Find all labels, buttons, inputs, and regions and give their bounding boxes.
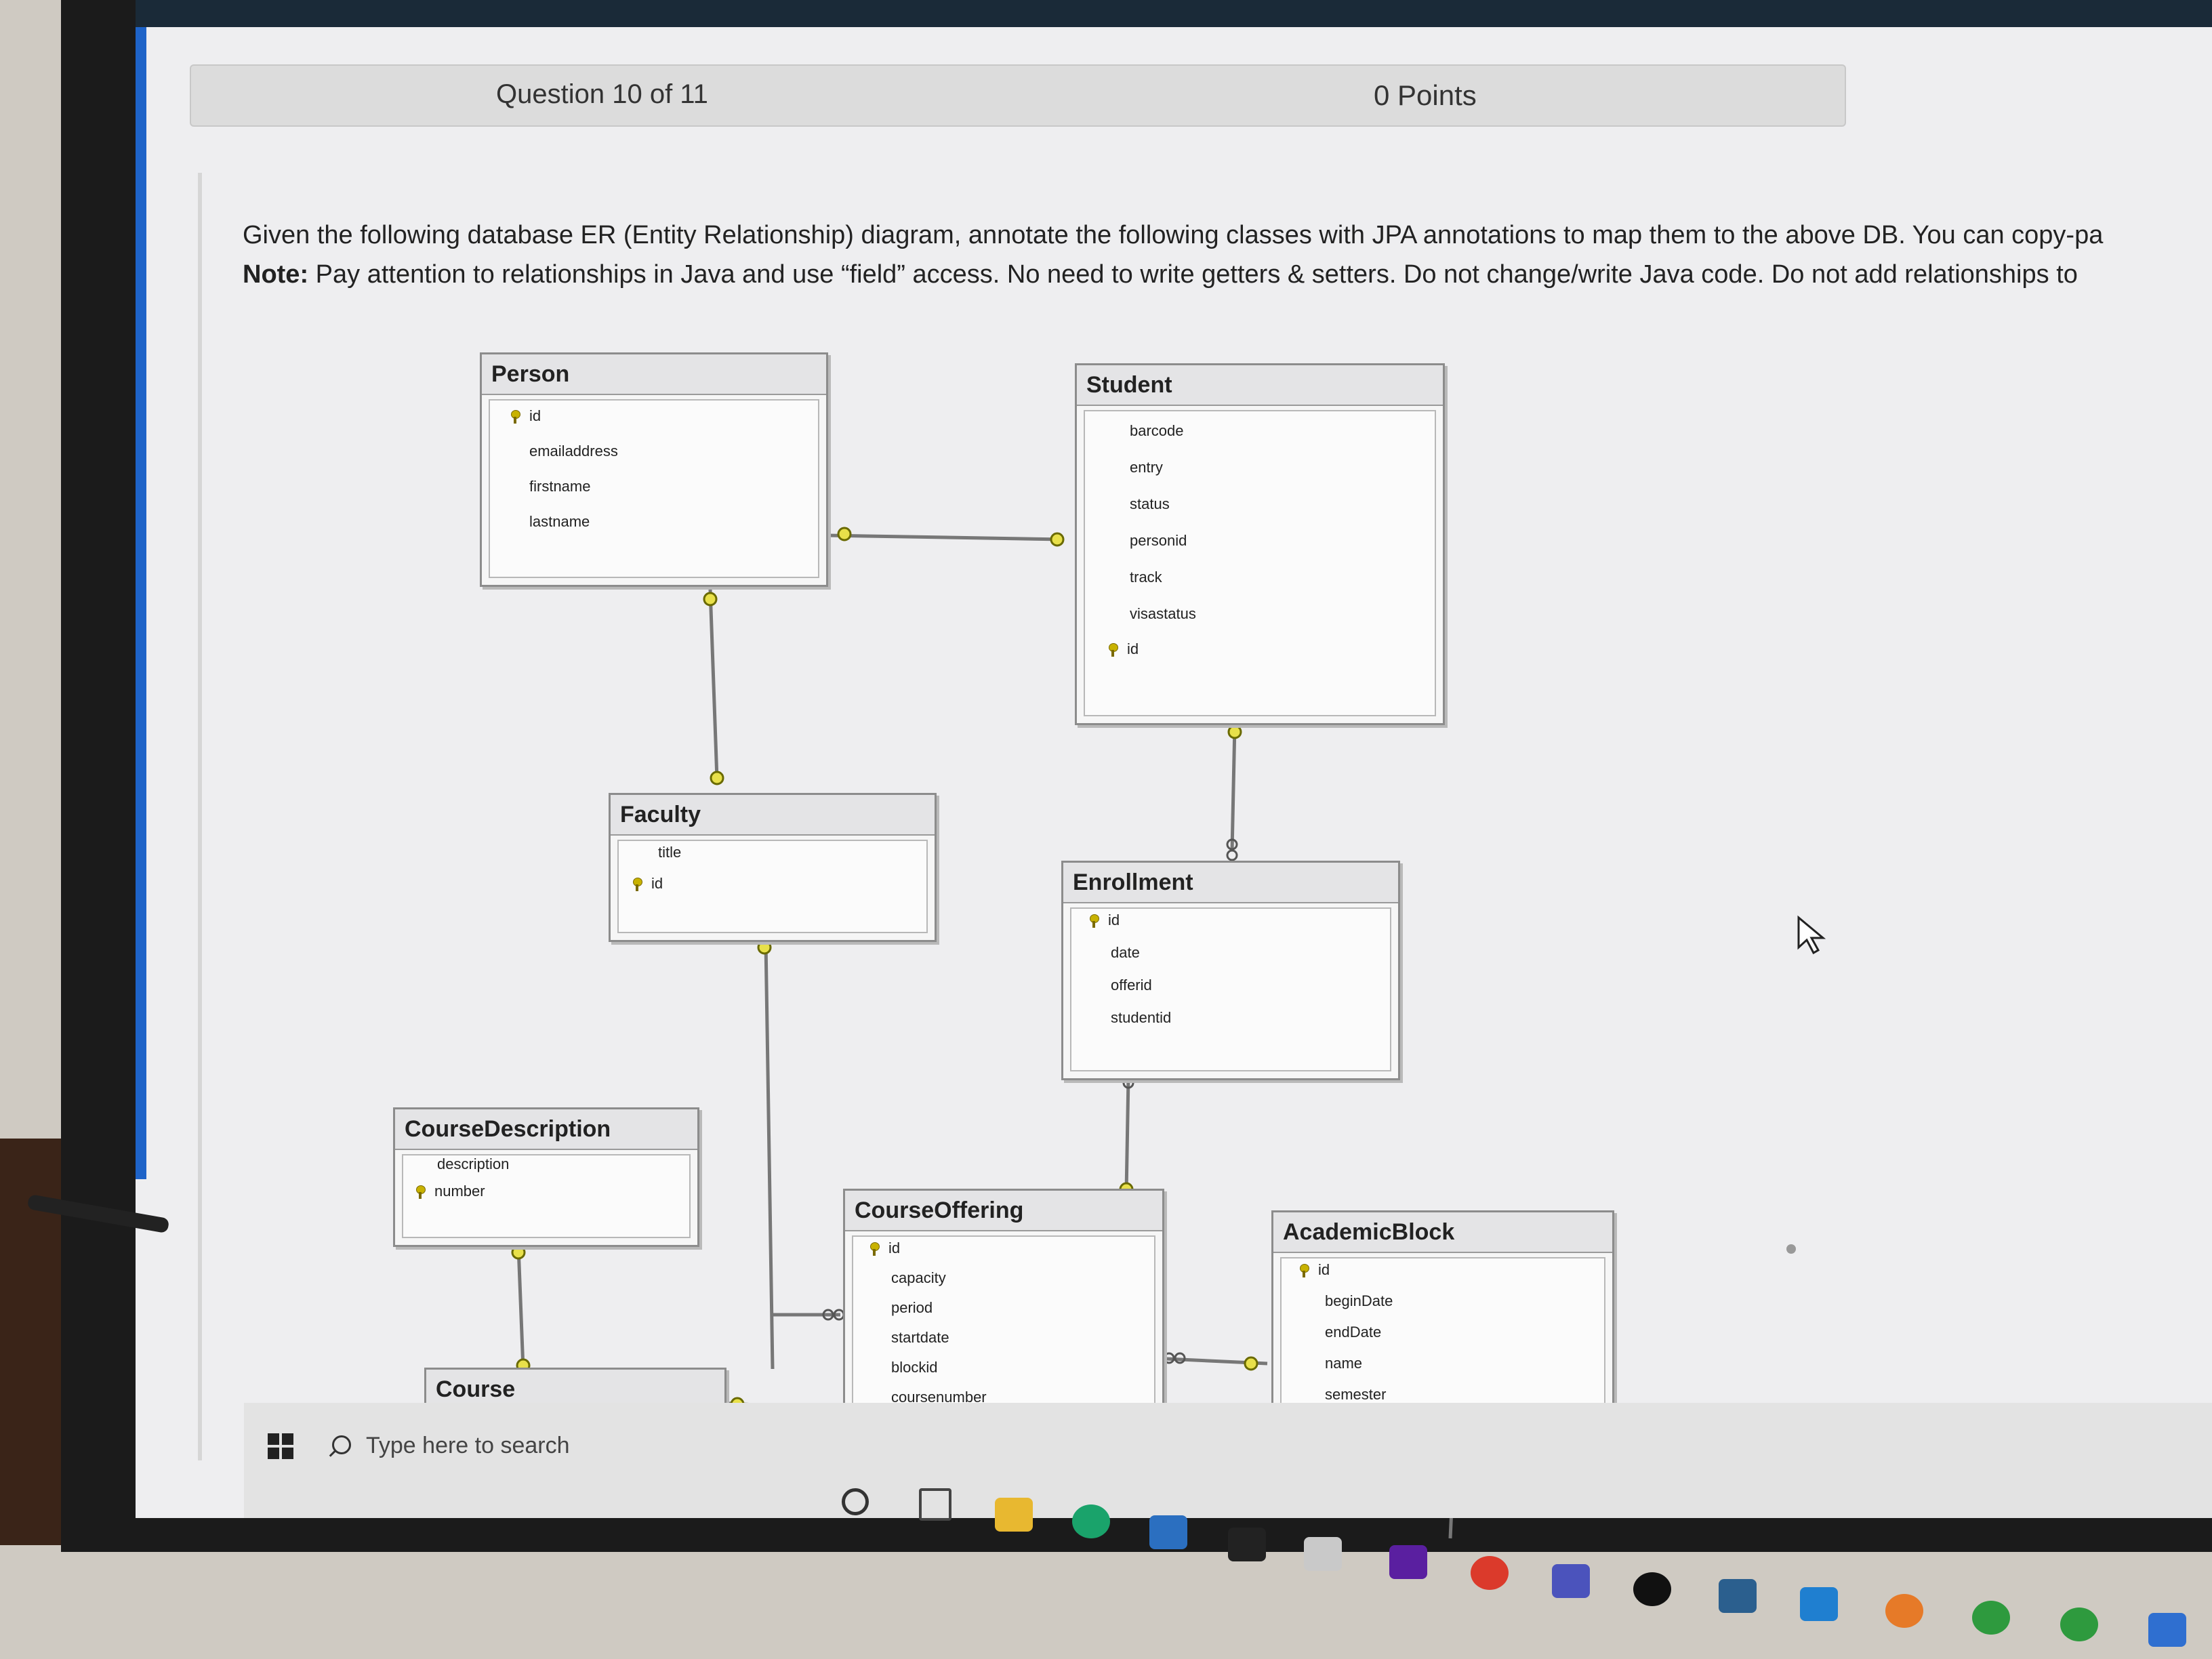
entity-title: Enrollment [1063, 863, 1398, 903]
taskbar [244, 1403, 2212, 1518]
field: coursenumber [891, 1389, 987, 1406]
entity-title: Student [1077, 365, 1443, 406]
spring-icon[interactable] [1972, 1601, 2010, 1635]
field: visastatus [1130, 605, 1196, 622]
app-icon-2[interactable] [2148, 1613, 2186, 1647]
field: lastname [529, 513, 590, 530]
field: track [1130, 569, 1162, 586]
question-number: Question 10 of 11 [496, 79, 708, 109]
field: number [434, 1183, 485, 1200]
field: offerid [1111, 977, 1152, 994]
prompt-line-2: Note: Pay attention to relationships in … [243, 255, 2208, 294]
person-student-link [826, 533, 1065, 541]
accent-strip [136, 27, 146, 1179]
teams-icon[interactable] [1552, 1564, 1590, 1598]
field: title [658, 844, 682, 861]
key-icon [510, 410, 520, 424]
prompt-line-1: Given the following database ER (Entity … [243, 221, 2104, 249]
entity-title: CourseDescription [395, 1109, 697, 1150]
entity-fields: description number [402, 1154, 691, 1238]
field: period [891, 1299, 933, 1316]
database-tool-icon[interactable] [1719, 1579, 1757, 1613]
entity-student: Student barcode entry status personid tr… [1075, 363, 1445, 725]
field: capacity [891, 1269, 946, 1286]
field: date [1111, 944, 1140, 961]
search-placeholder: Type here to search [366, 1433, 570, 1458]
field: id [1127, 640, 1139, 657]
mail-icon[interactable] [1149, 1515, 1187, 1549]
field: id [529, 407, 541, 424]
mouse-cursor-icon [1797, 915, 1826, 955]
field: barcode [1130, 422, 1184, 439]
question-prompt: Given the following database ER (Entity … [243, 216, 2208, 294]
field: beginDate [1325, 1292, 1393, 1309]
enrollment-courseoffering-link [1124, 1077, 1130, 1193]
field: id [888, 1240, 901, 1256]
note-text: Pay attention to relationships in Java a… [308, 260, 2078, 289]
app-icon[interactable] [1633, 1572, 1671, 1606]
student-enrollment-link [1230, 724, 1237, 852]
store-icon[interactable] [1228, 1528, 1266, 1561]
screen-speck [1786, 1244, 1796, 1254]
field: entry [1130, 459, 1163, 476]
content-rule [198, 173, 202, 1460]
snip-icon[interactable] [1304, 1537, 1342, 1571]
field: personid [1130, 532, 1187, 549]
entity-title: Person [482, 354, 826, 395]
field: name [1325, 1355, 1363, 1372]
entity-title: AcademicBlock [1273, 1212, 1612, 1253]
taskbar-search[interactable]: Type here to search [325, 1423, 827, 1471]
spring-tool-icon[interactable] [2060, 1607, 2098, 1641]
key-icon [1299, 1264, 1309, 1278]
coursedescription-course-link [516, 1246, 525, 1370]
cortana-icon[interactable] [842, 1488, 869, 1515]
entity-fields: id date offerid studentid [1070, 907, 1391, 1071]
file-explorer-icon[interactable] [995, 1498, 1033, 1532]
entity-fields: barcode entry status personid track visa… [1084, 410, 1436, 716]
entity-enrollment: Enrollment id date offerid studentid [1061, 861, 1400, 1080]
field: semester [1325, 1386, 1387, 1403]
question-header: Question 10 of 11 0 Points [190, 64, 1846, 127]
entity-title: CourseOffering [845, 1191, 1162, 1231]
task-view-icon[interactable] [919, 1488, 951, 1521]
search-icon [332, 1435, 351, 1454]
note-label: Note: [243, 260, 309, 289]
field: status [1130, 495, 1170, 512]
field: endDate [1325, 1324, 1382, 1340]
key-icon [1108, 643, 1118, 657]
windows-start-icon[interactable] [268, 1433, 295, 1460]
field: studentid [1111, 1009, 1172, 1026]
entity-coursedescription: CourseDescription description number [393, 1107, 699, 1247]
postman-icon[interactable] [1885, 1594, 1923, 1628]
entity-fields: id emailaddress firstname lastname [489, 399, 819, 578]
vscode-icon[interactable] [1800, 1587, 1838, 1621]
screen [136, 27, 2212, 1518]
field: firstname [529, 478, 591, 495]
key-icon [632, 878, 642, 892]
edge-icon[interactable] [1072, 1504, 1110, 1538]
field: startdate [891, 1329, 949, 1346]
field: id [1108, 912, 1120, 928]
field: id [1318, 1261, 1330, 1278]
entity-fields: title id [617, 840, 928, 933]
entity-title: Faculty [611, 795, 935, 836]
person-faculty-link [708, 589, 719, 780]
faculty-courseoffering-link [764, 941, 775, 1370]
question-points: 0 Points [1374, 79, 1477, 111]
entity-faculty: Faculty title id [609, 793, 937, 942]
field: description [437, 1155, 510, 1172]
field: emailaddress [529, 443, 618, 459]
intellij-icon[interactable] [1389, 1545, 1427, 1579]
top-bar [136, 0, 2212, 30]
key-icon [415, 1185, 426, 1200]
entity-person: Person id emailaddress firstname lastnam… [480, 352, 828, 587]
key-icon [869, 1242, 880, 1256]
field: blockid [891, 1359, 938, 1376]
chrome-icon[interactable] [1471, 1556, 1509, 1590]
key-icon [1089, 914, 1099, 928]
field: id [651, 875, 663, 892]
